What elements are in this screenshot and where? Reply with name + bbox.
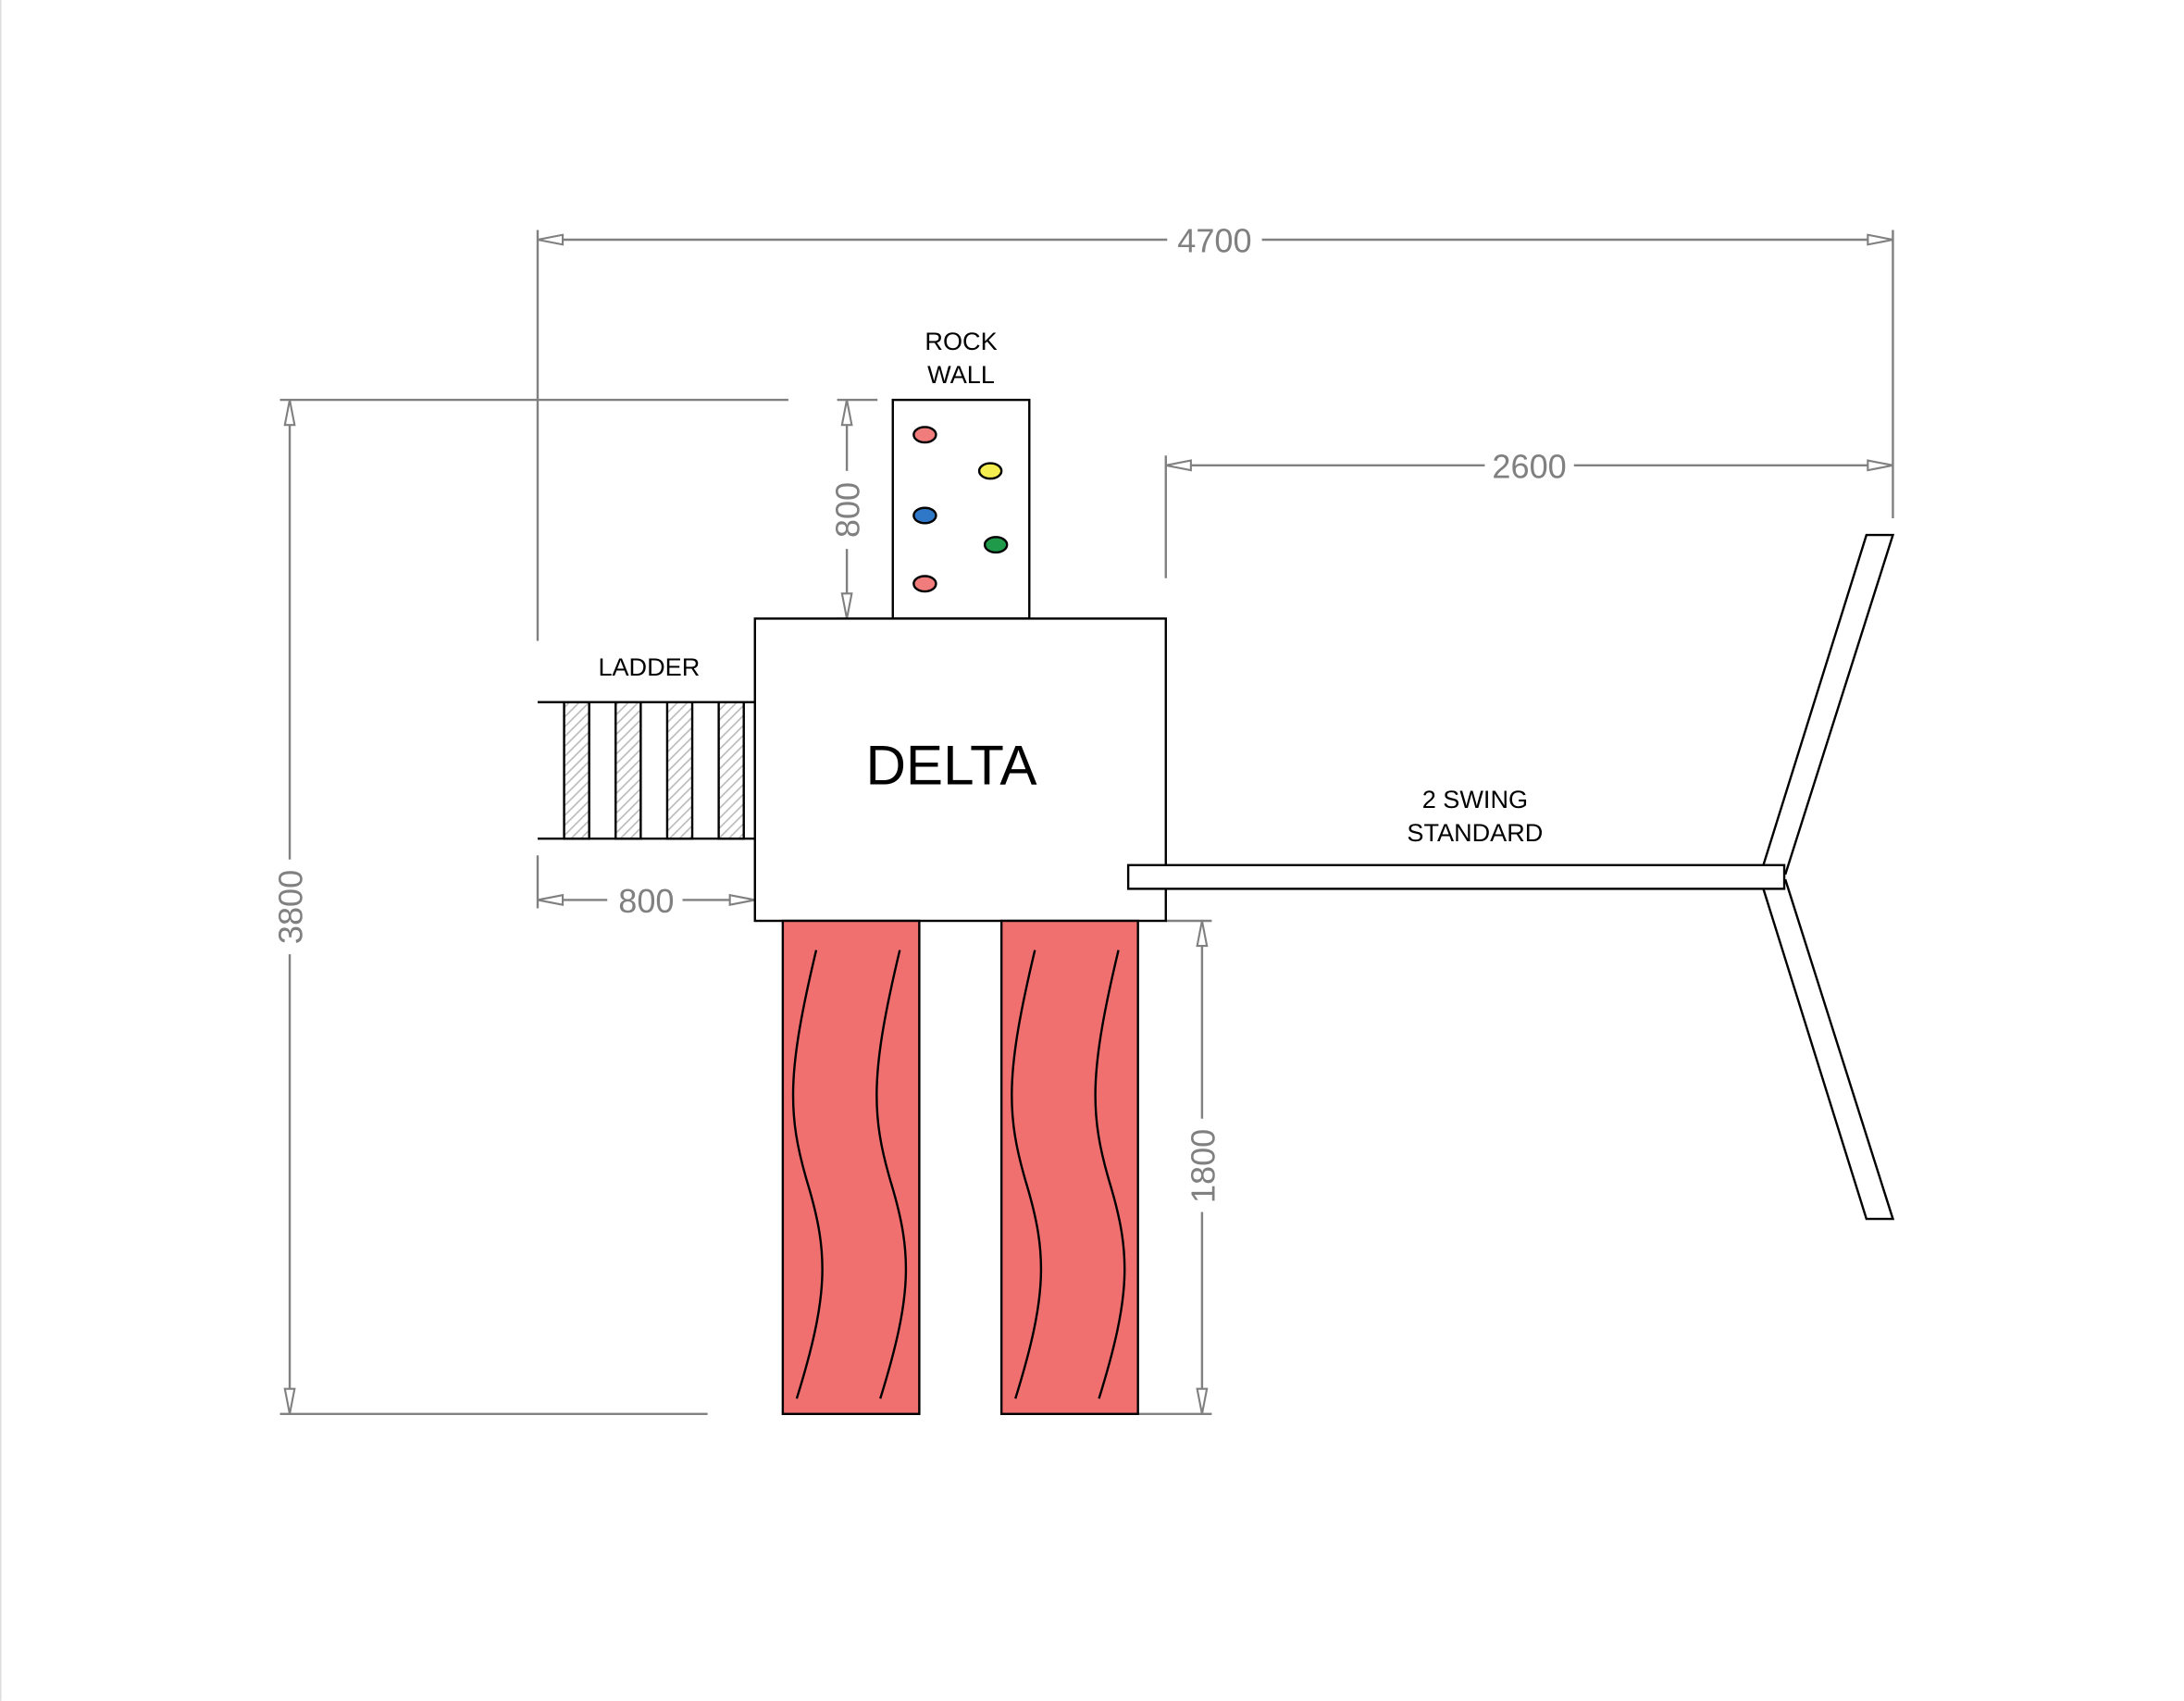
dimension-label: 800	[618, 882, 674, 920]
delta-deck: DELTA	[753, 617, 1167, 923]
deck-label: DELTA	[865, 735, 1037, 797]
dimension-swing-width: 2600	[1164, 447, 1893, 578]
ladder-label: LADDER	[598, 652, 700, 681]
swing-set: 2 SWING STANDARD	[1126, 533, 1895, 1221]
slide-left	[781, 919, 921, 1416]
climbing-hold-icon	[977, 462, 1003, 480]
climbing-hold-icon	[983, 536, 1009, 554]
slide-right	[999, 919, 1139, 1416]
dimension-label: 800	[829, 482, 867, 538]
dimension-slide-length: 1800	[1137, 919, 1222, 1416]
dimension-label: 1800	[1184, 1129, 1222, 1203]
ladder: LADDER	[537, 652, 755, 840]
climbing-hold-icon	[912, 575, 937, 593]
swing-label: STANDARD	[1407, 818, 1543, 847]
dimension-label: 3800	[272, 870, 310, 944]
climbing-hold-icon	[912, 506, 937, 525]
rock-wall: ROCK WALL	[891, 327, 1031, 620]
dimension-ladder-width: 800	[536, 855, 755, 920]
rock-wall-label: ROCK	[924, 327, 997, 355]
dimension-rock-wall-height: 800	[829, 398, 893, 620]
rock-wall-label: WALL	[927, 360, 995, 389]
dimension-label: 4700	[1177, 222, 1251, 260]
dimension-overall-depth: 3800	[272, 398, 788, 1416]
dimension-label: 2600	[1492, 447, 1566, 485]
climbing-hold-icon	[912, 426, 937, 444]
swing-label: 2 SWING	[1422, 785, 1528, 813]
dimension-overall-width: 4700	[536, 222, 1894, 641]
